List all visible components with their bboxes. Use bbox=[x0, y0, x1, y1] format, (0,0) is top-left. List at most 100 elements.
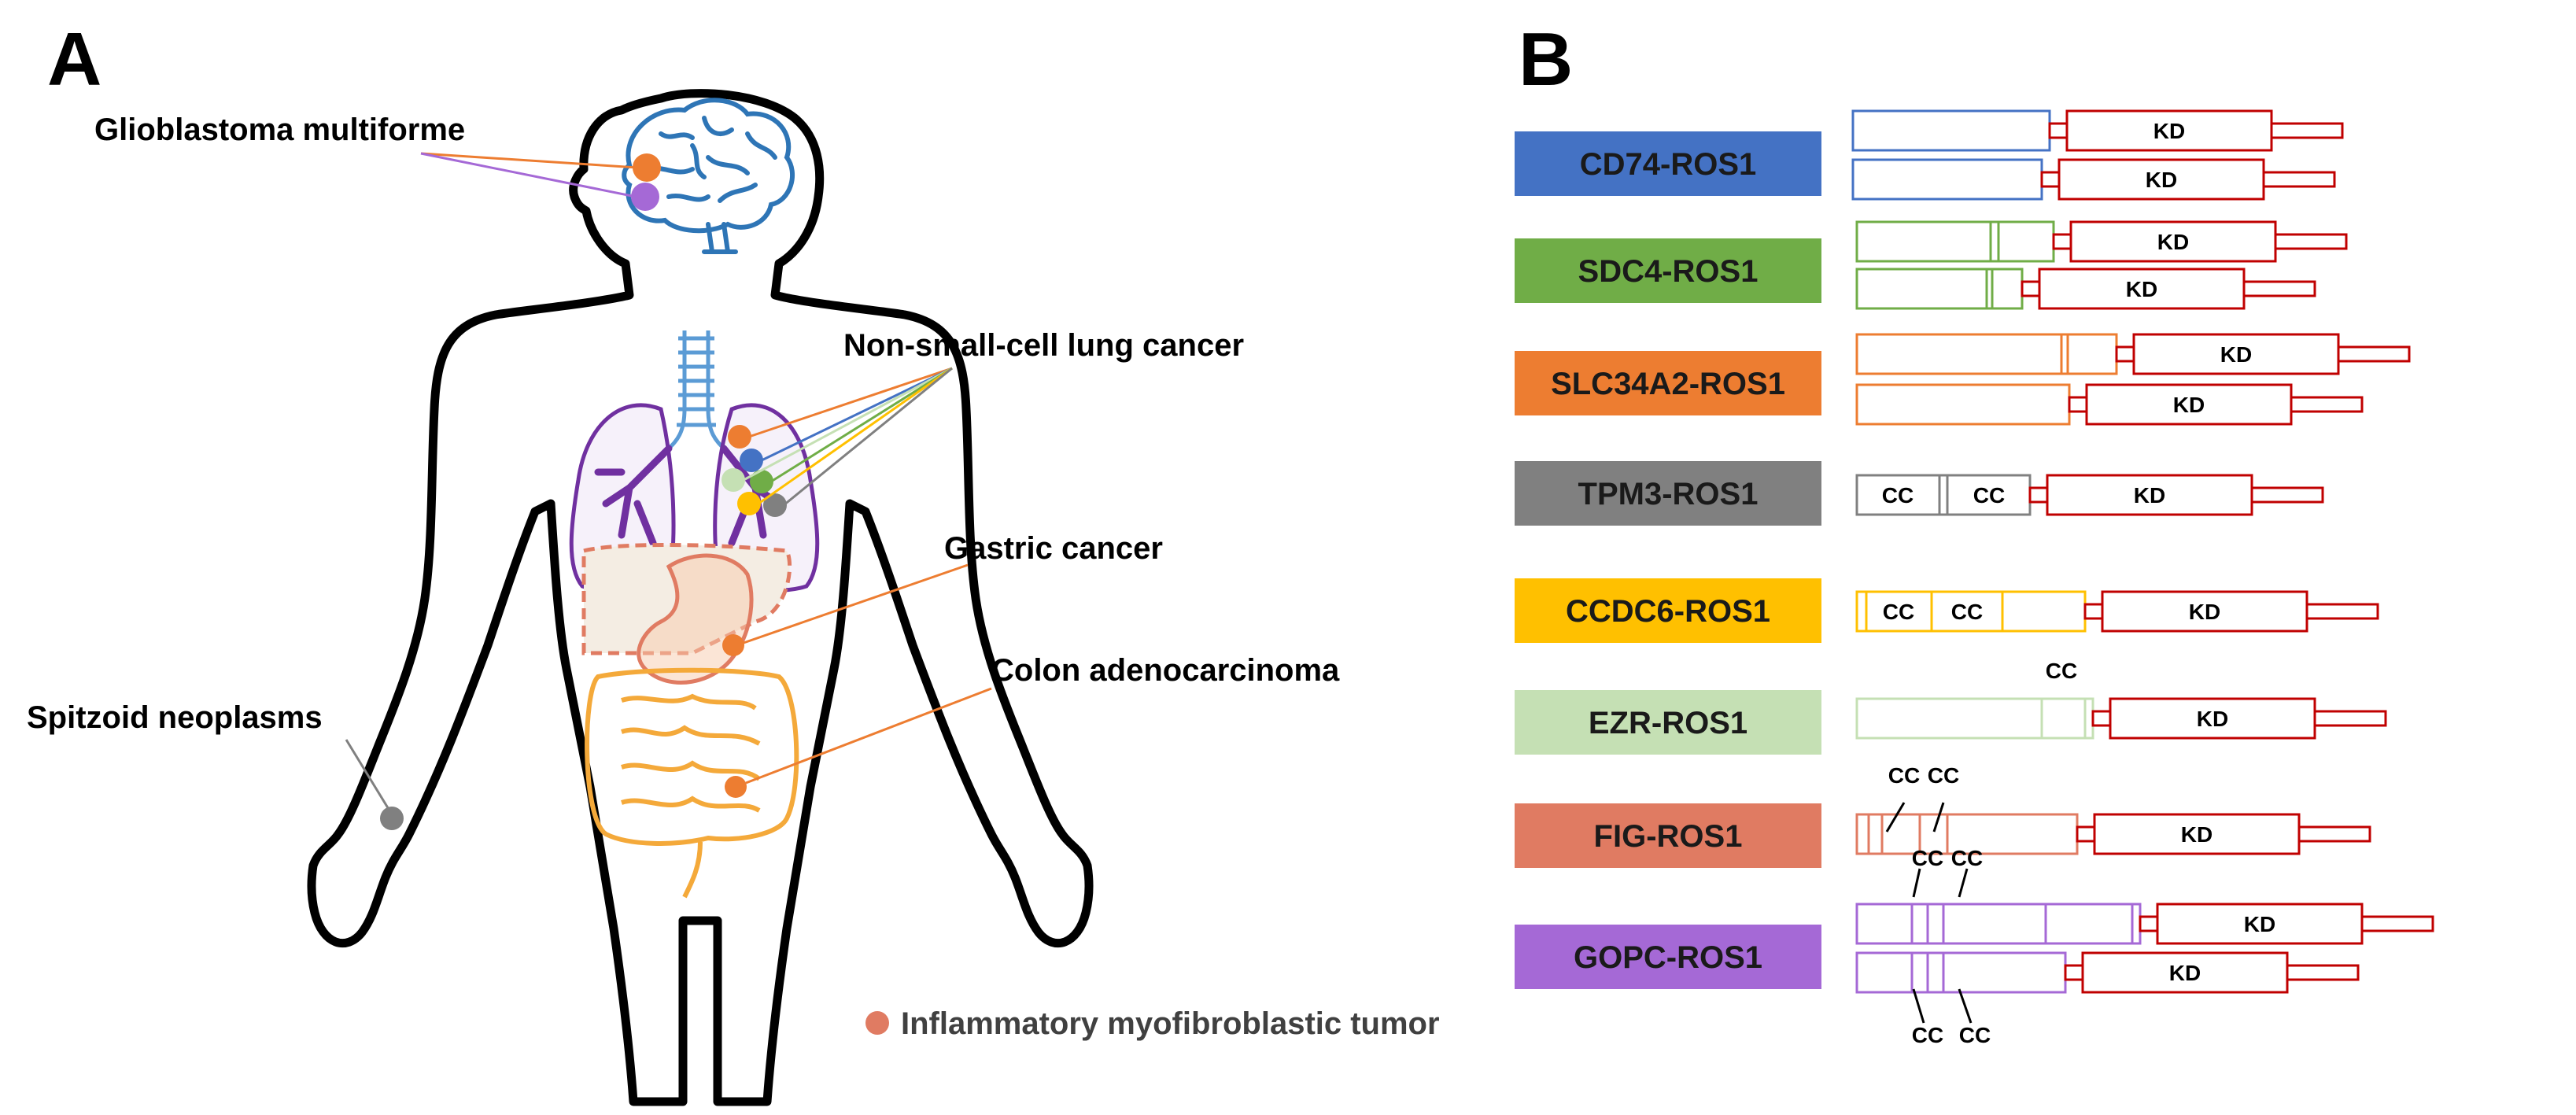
human-body-outline bbox=[307, 89, 1094, 1106]
coiled-coil-label: CC bbox=[2046, 659, 2077, 683]
coiled-coil-label: CC bbox=[1888, 763, 1920, 788]
kinase-domain-label: KD bbox=[2173, 393, 2205, 417]
gastric-label: Gastric cancer bbox=[944, 531, 1163, 566]
kinase-domain-label: KD bbox=[2197, 707, 2228, 731]
fusion-7-1-ros1-part: KD bbox=[2064, 951, 2360, 994]
coiled-coil-pointer bbox=[1958, 868, 1969, 898]
ros1-linker bbox=[2076, 825, 2096, 843]
skin-dot bbox=[380, 807, 404, 830]
kinase-domain-box bbox=[2109, 697, 2316, 740]
fusion-diagrams: CD74-ROS1KDKDSDC4-ROS1KDKDSLC34A2-ROS1KD… bbox=[1515, 109, 2434, 1047]
ros1-linker bbox=[2064, 964, 2084, 981]
fusion-5-0-ros1-part: KD bbox=[2091, 697, 2387, 740]
fusion-label: FIG-ROS1 bbox=[1594, 819, 1743, 854]
coiled-coil-pointer bbox=[1912, 868, 1921, 898]
imt-legend-label: Inflammatory myofibroblastic tumor bbox=[901, 1006, 1440, 1041]
ros1-linker bbox=[2115, 345, 2135, 363]
fusion-label: CCDC6-ROS1 bbox=[1566, 594, 1770, 629]
partner-segment bbox=[1855, 903, 2142, 945]
brain-dot-purple bbox=[631, 183, 659, 211]
panel-b-letter: B bbox=[1519, 17, 1573, 102]
kinase-domain-label: KD bbox=[2146, 168, 2177, 192]
fusion-label: CD74-ROS1 bbox=[1580, 147, 1757, 182]
fusion-2-0-ros1-part: KD bbox=[2115, 333, 2411, 375]
fusion-label-box bbox=[1515, 131, 1821, 196]
coiled-coil-label: CC bbox=[1951, 846, 1983, 870]
fusion-label: GOPC-ROS1 bbox=[1574, 940, 1762, 975]
colon-leader-line bbox=[745, 687, 992, 785]
nsclc-leader-lines bbox=[743, 367, 953, 507]
ros1-tail bbox=[2297, 825, 2371, 843]
partner-segment bbox=[1855, 697, 2094, 740]
coiled-coil-label: CC bbox=[1912, 846, 1943, 870]
coiled-coil-label: CC bbox=[1973, 483, 2005, 508]
kinase-domain-label: KD bbox=[2189, 600, 2220, 624]
ros1-linker bbox=[2068, 396, 2088, 413]
brain-dot-orange bbox=[633, 153, 661, 182]
coiled-coil-label: CC bbox=[1882, 483, 1914, 508]
ros1-tail bbox=[2290, 396, 2364, 413]
coiled-coil-pointer bbox=[1885, 802, 1906, 833]
intestine-icon bbox=[585, 667, 799, 899]
fusion-2-1-ros1-part: KD bbox=[2068, 383, 2364, 426]
coiled-coil-label: CC bbox=[1959, 1023, 1991, 1047]
partner-segment bbox=[1855, 474, 2032, 516]
lung-dot-lightgreen bbox=[722, 468, 745, 492]
kinase-domain-box bbox=[2057, 158, 2265, 201]
spitzoid-leader-line bbox=[345, 739, 391, 811]
kinase-domain-label: KD bbox=[2244, 912, 2275, 936]
kinase-domain-box bbox=[2046, 474, 2253, 516]
ros1-linker bbox=[2028, 486, 2049, 504]
lung-dot-blue bbox=[740, 449, 763, 472]
colon-dot bbox=[725, 776, 747, 798]
lung-dot-yellow bbox=[737, 492, 761, 515]
fusion-7-0-ros1-part: KD bbox=[2139, 903, 2434, 945]
fusion-1-0-ros1-part: KD bbox=[2052, 220, 2348, 263]
fusion-1-1-ros1-part: KD bbox=[2021, 268, 2316, 310]
kinase-domain-label: KD bbox=[2169, 961, 2201, 985]
partner-segment bbox=[1855, 383, 2071, 426]
kinase-domain-label: KD bbox=[2153, 119, 2185, 143]
partner-segment bbox=[1855, 951, 2067, 994]
gastric-leader-line bbox=[743, 563, 969, 644]
fusion-ezr-ros1: EZR-ROS1 CC bbox=[1515, 659, 2094, 755]
glioblastoma-label: Glioblastoma multiforme bbox=[94, 113, 465, 147]
fusion-cd74-ros1: CD74-ROS1 bbox=[1515, 109, 2051, 201]
panel-b: B CD74-ROS1KDKDSDC4-ROS1KDKDSLC34A2-ROS1… bbox=[1515, 17, 2434, 1047]
kinase-domain-label: KD bbox=[2220, 342, 2252, 367]
nsclc-label: Non-small-cell lung cancer bbox=[843, 328, 1244, 363]
fusion-label-box bbox=[1515, 925, 1821, 989]
coiled-coil-label: CC bbox=[1912, 1023, 1943, 1047]
kinase-domain-box bbox=[2038, 268, 2246, 310]
fusion-label: EZR-ROS1 bbox=[1589, 706, 1747, 740]
fusion-label-box bbox=[1515, 690, 1821, 755]
fusion-label-box bbox=[1515, 578, 1821, 643]
ros1-tail bbox=[2270, 122, 2344, 139]
partner-segment bbox=[1851, 109, 2051, 152]
kinase-domain-label: KD bbox=[2157, 230, 2189, 254]
lung-dot-green bbox=[750, 470, 773, 493]
partner-segment bbox=[1855, 333, 2118, 375]
stomach-dot bbox=[722, 634, 744, 656]
coiled-coil-pointer bbox=[1932, 802, 1945, 833]
fusion-sdc4-ros1: SDC4-ROS1 bbox=[1515, 220, 2055, 310]
coiled-coil-label: CC bbox=[1928, 763, 1959, 788]
glioblastoma-leader-lines bbox=[420, 152, 638, 198]
trachea-icon bbox=[667, 330, 725, 450]
kinase-domain-label: KD bbox=[2126, 277, 2157, 301]
kinase-domain-box bbox=[2065, 109, 2273, 152]
partner-segment bbox=[1851, 158, 2043, 201]
coiled-coil-label: CC bbox=[1883, 600, 1914, 624]
ros1-tail bbox=[2274, 233, 2348, 250]
ros1-tail bbox=[2337, 345, 2411, 363]
kinase-domain-box bbox=[2081, 951, 2289, 994]
panel-a: A bbox=[27, 17, 1440, 1106]
fusion-label-box bbox=[1515, 351, 1821, 415]
spitzoid-label: Spitzoid neoplasms bbox=[27, 700, 323, 735]
ros1-linker bbox=[2052, 233, 2072, 250]
ros1-linker bbox=[2040, 171, 2061, 188]
panel-a-letter: A bbox=[47, 17, 101, 102]
lung-dot-orange bbox=[728, 425, 751, 449]
